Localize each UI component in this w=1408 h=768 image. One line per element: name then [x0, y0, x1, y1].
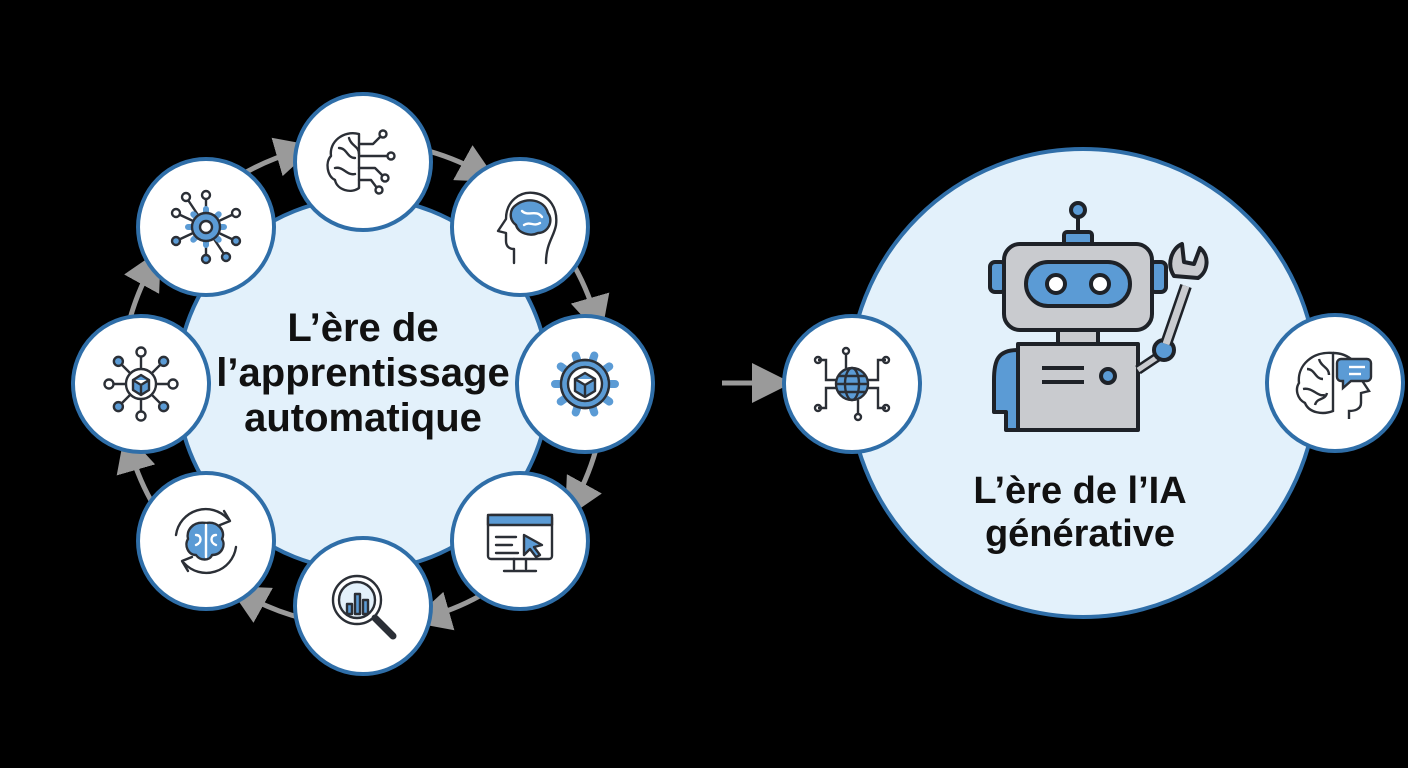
ml-satellite-node — [449, 470, 590, 611]
monitor-cursor-icon — [486, 513, 554, 573]
ml-satellite-node — [136, 470, 277, 611]
ml-satellite-node — [293, 536, 433, 676]
ml-era-title: L’ère de l’apprentissage automatique — [178, 306, 548, 442]
gen-ai-right-node — [1265, 313, 1405, 453]
ml-satellites — [71, 92, 655, 676]
ml-satellite-node — [293, 92, 433, 232]
brain-circuit-icon — [326, 129, 396, 195]
gen-ai-era-title-line-2: générative — [984, 512, 1176, 555]
globe-network-icon — [813, 346, 891, 422]
gen-ai-era-title-line-1: L’ère de l’IA — [973, 470, 1187, 512]
ml-era-title-line-1: L’ère de — [287, 306, 439, 350]
brain-cycle-icon — [174, 507, 238, 575]
brain-speech-icon — [1295, 351, 1373, 419]
ml-satellite-node — [71, 314, 211, 454]
ml-era-title-line-3: automatique — [244, 396, 482, 441]
magnifier-chart-icon — [331, 574, 397, 640]
gear-network-icon — [170, 189, 242, 265]
head-brain-icon — [496, 191, 558, 265]
gen-ai-era-title: L’ère de l’IA générative — [900, 470, 1260, 556]
ml-satellite-node — [449, 157, 590, 298]
robot-wrench-icon — [988, 201, 1209, 432]
gear-cube-icon — [551, 351, 619, 417]
gen-ai-left-node — [782, 314, 922, 454]
ml-satellite-node — [515, 314, 655, 454]
cube-network-icon — [103, 346, 179, 422]
ml-era-title-line-2: l’apprentissage — [216, 351, 510, 396]
ml-satellite-node — [136, 157, 277, 298]
